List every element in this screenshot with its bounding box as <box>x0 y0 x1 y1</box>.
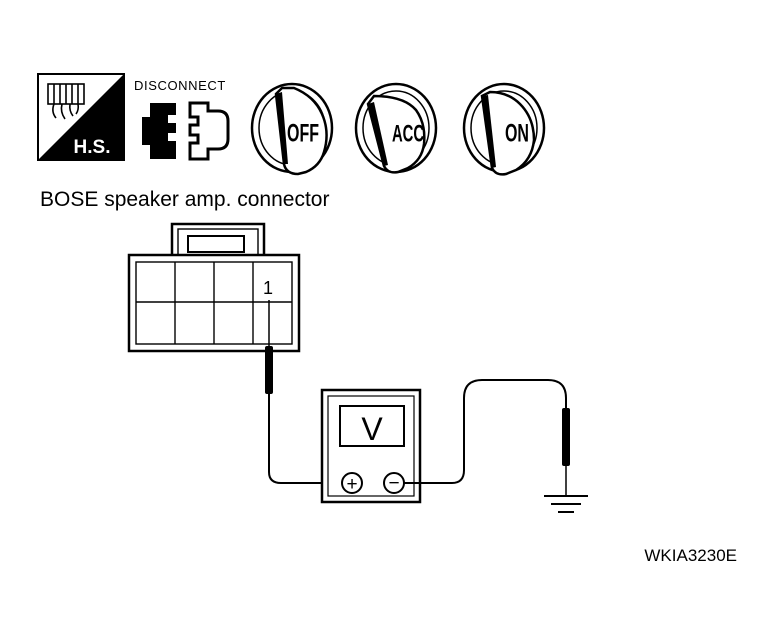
negative-symbol: − <box>388 473 399 494</box>
key-off-label: OFF <box>287 120 319 147</box>
harness-side-icon: H.S. <box>37 73 125 161</box>
key-on-icon: ON <box>462 82 546 176</box>
voltmeter: V + − <box>320 388 422 504</box>
hs-label: H.S. <box>74 137 111 158</box>
key-off-icon: OFF <box>250 82 334 176</box>
disconnect-icon: DISCONNECT <box>134 78 230 161</box>
connector-title: BOSE speaker amp. connector <box>40 188 329 211</box>
figure-code: WKIA3230E <box>644 546 737 565</box>
key-on-label: ON <box>505 120 529 147</box>
positive-terminal <box>341 472 363 494</box>
positive-symbol: + <box>346 474 357 495</box>
negative-probe <box>404 379 570 496</box>
disconnect-label: DISCONNECT <box>134 78 226 93</box>
connector-drawing <box>127 222 301 353</box>
ground-symbol <box>544 495 588 513</box>
terminal-number: 1 <box>263 278 273 298</box>
voltmeter-display: V <box>361 411 383 447</box>
positive-probe <box>265 300 340 484</box>
key-acc-label: ACC <box>392 121 424 147</box>
key-acc-icon: ACC <box>354 82 438 174</box>
